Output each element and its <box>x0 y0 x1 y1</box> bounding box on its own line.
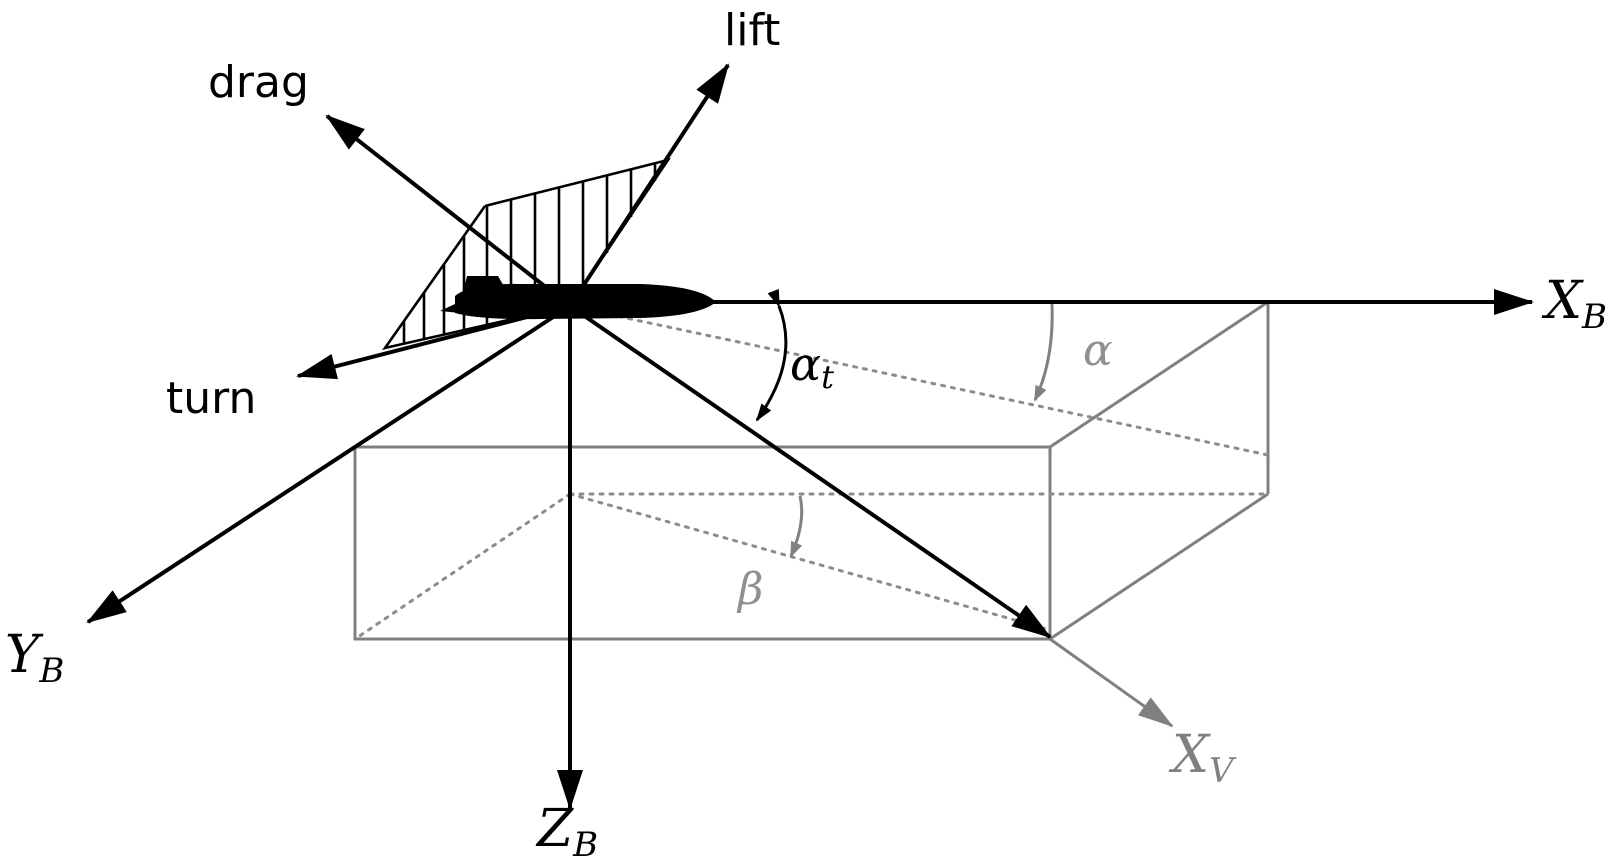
airplane-icon <box>440 276 716 320</box>
xv-label: XV <box>1168 725 1237 791</box>
alpha-t-label: αt <box>790 337 834 396</box>
force-distribution <box>381 157 671 351</box>
zb-label: ZB <box>535 799 598 864</box>
box-top-depth-edge <box>1049 300 1269 449</box>
drag-label: drag <box>208 57 309 108</box>
lift-label: lift <box>724 5 780 56</box>
labels: lift drag turn XB YB ZB XV αt α β <box>5 5 1607 864</box>
box-bottom-depth-edge <box>1049 492 1269 641</box>
alpha-label: α <box>1083 325 1113 376</box>
yb-axis-arrow <box>86 304 572 624</box>
drag-arrow <box>325 114 572 308</box>
box-hidden-left-edge <box>353 492 572 641</box>
alpha-arc <box>1033 303 1054 402</box>
yb-label: YB <box>5 625 64 691</box>
xv-axis-arrow <box>1049 637 1174 728</box>
velocity-direction-arrow <box>568 304 1052 639</box>
body-axes <box>86 289 1534 810</box>
lift-arrow <box>568 63 730 308</box>
angle-arcs <box>755 288 1054 558</box>
alpha-t-arc <box>755 288 788 422</box>
xb-label: XB <box>1541 271 1607 337</box>
beta-arc <box>789 495 804 558</box>
alpha-projection-line <box>568 304 1270 457</box>
beta-projection-line <box>568 492 1052 632</box>
turn-label: turn <box>166 373 256 424</box>
box-front-face <box>353 445 1052 641</box>
force-vectors <box>296 63 730 380</box>
velocity-projection-box <box>353 300 1270 641</box>
beta-label: β <box>736 564 763 615</box>
load-distribution-outline <box>381 157 671 351</box>
